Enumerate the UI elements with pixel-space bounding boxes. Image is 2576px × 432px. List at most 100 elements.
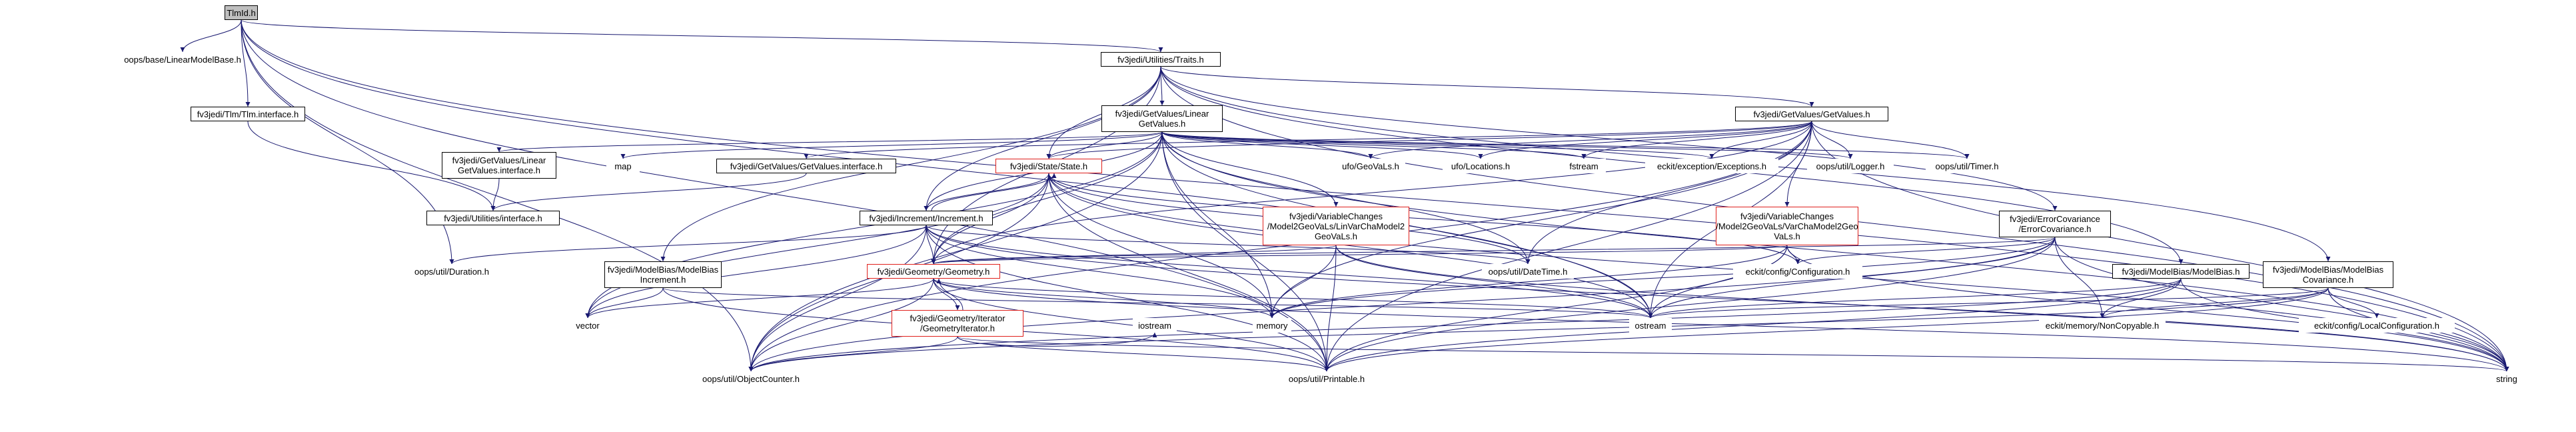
edge-geometry-to-printable <box>933 278 1329 372</box>
edge-glinear-to-ufolocations <box>1161 131 1483 159</box>
edge-glinear-to-objectcounter <box>748 131 1163 372</box>
node-modelbias-increment[interactable]: fv3jedi/ModelBias/ModelBias Increment.h <box>604 261 722 288</box>
node-string: string <box>2489 371 2524 386</box>
edge-modelbiascov-to-printable <box>1324 287 2329 372</box>
edge-glinear-to-fstream <box>1161 131 1587 159</box>
edge-increment-to-state <box>931 173 1057 211</box>
node-lin-varcha-model2geovals[interactable]: fv3jedi/VariableChanges /Model2GeoVaLs/L… <box>1263 207 1409 245</box>
node-utilities-interface[interactable]: fv3jedi/Utilities/interface.h <box>426 211 560 225</box>
node-oops-objectcounter: oops/util/ObjectCounter.h <box>688 371 814 386</box>
node-modelbias-covariance[interactable]: fv3jedi/ModelBias/ModelBias Covariance.h <box>2263 261 2393 288</box>
edge-modelbiasinc-to-ostream <box>662 287 1653 319</box>
node-eckit-noncopyable: eckit/memory/NonCopyable.h <box>2039 318 2166 333</box>
edge-tlmid-to-tlminterface <box>241 19 251 107</box>
edge-increment-to-string <box>926 225 2509 372</box>
edge-geomiter-to-string <box>957 336 2509 372</box>
node-eckit-exceptions: eckit/exception/Exceptions.h <box>1645 159 1778 173</box>
node-memory: memory <box>1253 318 1291 333</box>
edge-getvalues-to-state <box>1046 121 1812 159</box>
edge-state-to-printable <box>1048 173 1329 372</box>
node-geometry-iterator[interactable]: fv3jedi/Geometry/Iterator /GeometryItera… <box>892 310 1023 337</box>
edge-increment-to-printable <box>926 225 1329 372</box>
edge-tlmid-to-printable <box>241 19 1329 372</box>
edge-tlmid-to-traits <box>241 19 1163 53</box>
node-iostream: iostream <box>1133 318 1177 333</box>
edge-traits-to-increment <box>924 66 1161 211</box>
edge-getvalues-to-oopslogger <box>1811 121 1853 159</box>
edge-vc_lin-to-ostream <box>1335 245 1653 319</box>
edge-geomiter-to-objectcounter <box>748 336 958 372</box>
edge-getvalues-to-geometry <box>931 121 1812 265</box>
edge-modelbias-to-printable <box>1324 278 2182 372</box>
node-getvalues[interactable]: fv3jedi/GetValues/GetValues.h <box>1735 107 1888 121</box>
node-tlminterface[interactable]: fv3jedi/Tlm/Tlm.interface.h <box>191 107 305 121</box>
edge-state-to-memory <box>1048 173 1275 319</box>
node-oops-duration: oops/util/Duration.h <box>400 264 504 279</box>
edge-state-to-vector <box>585 173 1049 319</box>
edge-increment-to-oopsduration <box>449 225 927 265</box>
node-oops-logger: oops/util/Logger.h <box>1807 159 1894 173</box>
edge-errcov-to-eckitconfig <box>1795 237 2056 265</box>
edge-geomiter-to-printable <box>957 336 1329 372</box>
edge-errcov-to-geometry <box>932 237 2056 265</box>
edge-getvalues-to-oopsdatetime <box>1525 121 1812 265</box>
node-tlmid[interactable]: TlmId.h <box>225 5 258 20</box>
node-ostream: ostream <box>1629 318 1672 333</box>
edge-getvalues-to-printable <box>1324 121 1812 372</box>
node-traits[interactable]: fv3jedi/Utilities/Traits.h <box>1101 52 1221 67</box>
node-ufo-geovals: ufo/GeoVaLs.h <box>1336 159 1405 173</box>
edge-glinear-to-state <box>1046 131 1163 159</box>
edge-tlminterface-to-utilinterface <box>247 121 496 211</box>
edge-glinear-to-ufogeovals <box>1161 131 1373 159</box>
edge-getvalues-to-memory <box>1269 121 1812 319</box>
edge-increment-to-objectcounter <box>748 225 927 372</box>
node-error-covariance[interactable]: fv3jedi/ErrorCovariance /ErrorCovariance… <box>1999 211 2111 237</box>
node-eckit-local-configuration: eckit/config/LocalConfiguration.h <box>2299 318 2455 333</box>
edge-vc-to-geometry <box>932 245 1788 265</box>
edge-glinear-to-vc_lin <box>1161 131 1339 207</box>
node-geometry[interactable]: fv3jedi/Geometry/Geometry.h <box>867 264 1000 279</box>
node-linear-getvalues-interface[interactable]: fv3jedi/GetValues/Linear GetValues.inter… <box>442 152 556 179</box>
node-varcha-model2geovals[interactable]: fv3jedi/VariableChanges /Model2GeoVaLs/V… <box>1716 207 1858 245</box>
node-oops-timer: oops/util/Timer.h <box>1926 159 2008 173</box>
edge-tlmid-to-linearmodelbase <box>180 19 242 53</box>
node-map: map <box>606 159 640 173</box>
edge-traits-to-modelbiasinc <box>660 66 1161 262</box>
node-vector: vector <box>568 318 608 333</box>
edge-increment-to-vector <box>585 225 927 319</box>
edge-geometry-to-objectcounter <box>748 278 934 372</box>
edge-errcov-to-noncopyable <box>2054 237 2105 319</box>
node-getvalues-interface[interactable]: fv3jedi/GetValues/GetValues.interface.h <box>716 159 896 173</box>
edge-errcov-to-string <box>2054 237 2509 372</box>
edge-modelbiascov-to-ostream <box>1648 287 2329 319</box>
node-linearmodelbase[interactable]: oops/base/LinearModelBase.h <box>124 52 241 67</box>
edge-glinear-to-geometry <box>931 131 1163 265</box>
edge-errcov-to-objectcounter <box>748 237 2056 372</box>
edge-geometry-to-vector <box>585 278 934 319</box>
edge-getvalues-to-ufogeovals <box>1368 121 1812 159</box>
node-increment[interactable]: fv3jedi/Increment/Increment.h <box>860 211 993 225</box>
edge-getvalues-to-oopstimer <box>1811 121 1970 159</box>
node-modelbias[interactable]: fv3jedi/ModelBias/ModelBias.h <box>2112 264 2250 279</box>
edge-getvalues-to-eckitexceptions <box>1709 121 1812 159</box>
edge-glinear-to-map <box>620 131 1163 159</box>
edge-state-to-increment <box>924 173 1049 211</box>
edge-modelbias-to-objectcounter <box>748 278 2182 372</box>
edge-geomiter-to-geometry <box>936 278 964 311</box>
edge-gvinterface-to-utilinterface <box>490 173 807 211</box>
node-oops-datetime: oops/util/DateTime.h <box>1482 264 1574 279</box>
edge-increment-to-memory <box>926 225 1275 319</box>
edge-glinear-to-glinearinterface <box>496 131 1163 153</box>
node-state[interactable]: fv3jedi/State/State.h <box>995 159 1102 173</box>
edge-increment-to-oopsdatetime <box>926 225 1531 265</box>
node-ufo-locations: ufo/Locations.h <box>1443 159 1519 173</box>
edge-geometry-to-ostream <box>933 278 1653 319</box>
node-oops-printable: oops/util/Printable.h <box>1273 371 1380 386</box>
node-linear-getvalues[interactable]: fv3jedi/GetValues/Linear GetValues.h <box>1101 105 1223 132</box>
edge-modelbias-to-ostream <box>1648 278 2182 319</box>
edge-tlmid-to-string <box>241 19 2509 372</box>
edge-vc_lin-to-geometry <box>931 245 1337 265</box>
edge-traits-to-errcov <box>1160 66 2058 211</box>
edge-geometry-to-geomiter <box>933 278 960 311</box>
